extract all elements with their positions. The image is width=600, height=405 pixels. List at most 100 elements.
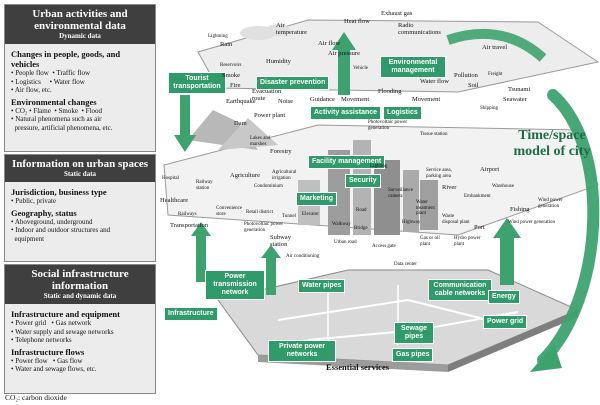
list-item: • Logistics • Water flow (11, 77, 85, 86)
environmental-management-box: Environmental management (380, 56, 446, 78)
underground-side (448, 310, 578, 372)
label: Gas or oil plant (420, 236, 440, 247)
label: Agricultural irrigation (272, 170, 297, 181)
panel-title: Urban activities and environmental data (32, 8, 128, 32)
section-heading: Geography, status (11, 207, 77, 218)
label: Photovoltaic power generation (244, 222, 284, 233)
list-item: • Indoor and outdoor structures and (11, 226, 111, 235)
label: Retail district (246, 210, 274, 215)
label: Earthquake (226, 98, 256, 105)
arrowhead (191, 222, 211, 236)
list-item: • People flow • Traffic flow (11, 69, 91, 77)
label: Walkway (332, 222, 351, 227)
label: Forestry (270, 148, 292, 155)
building (403, 170, 419, 232)
footnote: CO₂: carbon dioxide (5, 393, 67, 402)
label: Transportation (170, 222, 209, 229)
label: Urban road (334, 240, 357, 245)
label: Data center (394, 262, 417, 267)
label: Hospital (162, 176, 179, 181)
label: Water flow (420, 78, 449, 85)
essential-services-label: Essential services (326, 362, 390, 372)
label: Wind power generation (508, 220, 556, 225)
up-arrow (266, 255, 276, 295)
panel-subtitle: Dynamic data (59, 32, 101, 40)
label: Rain (220, 41, 233, 48)
cycle-arrow (537, 89, 600, 366)
label: Soil (468, 82, 479, 89)
panel-header: Social infrastructure information Static… (5, 265, 155, 304)
label: Subway station (270, 234, 291, 248)
label: Reservoirs (220, 63, 242, 68)
label: Heat flow (344, 18, 370, 25)
label: Guidance (310, 96, 335, 103)
arrowhead (261, 245, 281, 258)
label: Waste disposal plant (442, 214, 470, 225)
label: Condominium (254, 184, 283, 189)
label: Smoke (222, 72, 241, 79)
list-item: • Aboveground, underground (11, 217, 93, 226)
panel-body: Jurisdiction, business type • Public, pr… (5, 182, 155, 247)
label: Radio communications (398, 22, 441, 36)
social-infrastructure-panel: Social infrastructure information Static… (4, 264, 156, 394)
label: Noise (278, 98, 294, 105)
private-power-networks-box: Private power networks (268, 340, 336, 362)
list-item: • Power grid • Gas network (11, 319, 92, 327)
list-item: • Natural phenomena such as air (11, 115, 102, 124)
label: Air travel (482, 44, 508, 51)
label: Exhaust gas (381, 10, 413, 17)
label: Access gate (372, 244, 396, 249)
label: Convenience store (216, 206, 243, 217)
list-item: pressure, artificial phenomena, etc. (11, 123, 113, 132)
panel-body: Infrastructure and equipment • Power gri… (5, 304, 155, 378)
sewage-pipes-box: Sewage pipes (394, 322, 434, 344)
section-heading: Infrastructure flows (11, 346, 85, 357)
label: Movement (412, 96, 441, 103)
arrowhead (493, 218, 521, 238)
label: Flooding (378, 88, 402, 95)
label: Pollution (454, 72, 478, 79)
label: Lakes and marshes (250, 136, 271, 147)
up-arrow (500, 235, 514, 285)
label: Humidity (266, 58, 291, 65)
infrastructure-box: Infrastructure (164, 307, 218, 321)
label: Water treatment plant (416, 200, 435, 216)
label: Embankment (464, 194, 491, 199)
list-item: • CO₂ • Flame • Smoke • Flood (11, 106, 102, 115)
label: Warehouse (492, 184, 515, 189)
label: Agriculture (230, 172, 260, 179)
list-item: • Water supply and sewage networks (11, 327, 114, 336)
urban-activities-panel: Urban activities and environmental data … (4, 4, 156, 152)
label: Air conditioning (286, 254, 320, 259)
label: Railway station (196, 180, 213, 191)
arrowhead (530, 344, 562, 372)
label: Railways (178, 212, 197, 217)
label: Fishing (510, 206, 530, 213)
mountain (218, 118, 278, 150)
cloud (266, 24, 290, 36)
model-title: Time/space model of city (513, 128, 591, 159)
gas-pipes-box: Gas pipes (392, 348, 434, 362)
label: Seawater (503, 96, 527, 103)
arrowhead (332, 32, 356, 50)
label: River (442, 184, 457, 191)
panel-subtitle: Static and dynamic data (43, 292, 117, 300)
logistics-box: Logistics (383, 106, 422, 120)
panel-body: Changes in people, goods, and vehicles •… (5, 44, 155, 137)
facility-management-box: Facility management (308, 155, 386, 169)
urban-spaces-panel: Information on urban spaces Static data … (4, 154, 156, 262)
list-item: equipment (11, 234, 45, 243)
label: Shipping (480, 106, 499, 111)
list-item: • Public, private (11, 197, 57, 205)
label: Power plant (254, 112, 286, 119)
section-heading: Environmental changes (11, 96, 97, 107)
label: Air flow (318, 40, 341, 47)
panel-header: Urban activities and environmental data … (5, 5, 155, 44)
section-heading: Changes in people, goods, and vehicles (11, 49, 121, 69)
disaster-prevention-box: Disaster prevention (256, 76, 330, 90)
water-pipes-box: Water pipes (298, 279, 346, 293)
label: Highway (402, 220, 421, 225)
label: Bridge (354, 226, 368, 231)
marketing-box: Marketing (296, 192, 338, 206)
panel-title: Social infrastructure information (31, 268, 129, 292)
